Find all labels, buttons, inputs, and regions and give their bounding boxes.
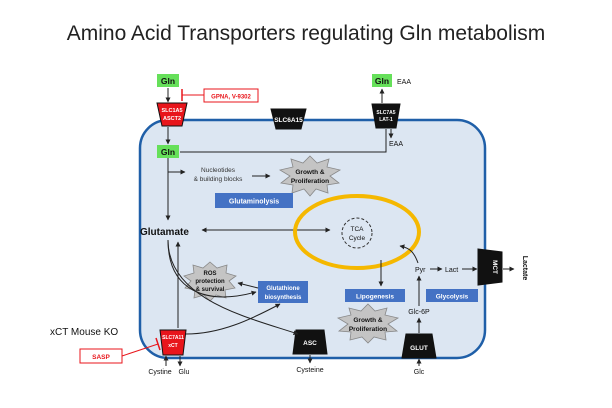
tca-cycle-ring bbox=[293, 194, 421, 270]
gln-lat1-feed-line bbox=[180, 129, 387, 153]
gln-inner-label: Gln bbox=[161, 147, 175, 157]
slc7a5-label-1: SLC7A5 bbox=[376, 110, 395, 116]
eaa-top-label: EAA bbox=[397, 79, 411, 86]
glut-label: GLUT bbox=[410, 345, 428, 352]
nucleotides-label-1: Nucleotides bbox=[201, 167, 236, 174]
slc7a11-label-1: SLC7A11 bbox=[162, 335, 184, 341]
slc7a5-transporter bbox=[371, 103, 401, 129]
growth2-label-2: Proliferation bbox=[349, 326, 387, 333]
glu-label: Glu bbox=[179, 369, 190, 376]
growth1-label-1: Growth & bbox=[295, 169, 325, 176]
eaa-side-label: EAA bbox=[389, 141, 403, 148]
xct-mouse-ko-label: xCT Mouse KO bbox=[50, 327, 118, 338]
slc6a15-label: SLC6A15 bbox=[274, 117, 303, 124]
gln-top-label: Gln bbox=[161, 76, 175, 86]
tca-label-1: TCA bbox=[351, 226, 365, 233]
cystine-to-glutathione-line bbox=[185, 303, 281, 335]
glutathione-box bbox=[258, 281, 308, 303]
growth1-label-2: Proliferation bbox=[291, 178, 329, 185]
glutamate-to-asc-curve bbox=[167, 239, 299, 335]
slc1a5-label-2: ASCT2 bbox=[163, 116, 181, 122]
mct-transporter bbox=[477, 248, 503, 286]
ros-label-2: protection bbox=[195, 279, 225, 285]
pyr-label: Pyr bbox=[415, 267, 426, 274]
glutathione-label-2: biosynthesis bbox=[265, 295, 302, 301]
growth-proliferation-star-1 bbox=[278, 155, 342, 197]
glc-label: Glc bbox=[414, 369, 425, 376]
gln-right-label: Gln bbox=[375, 76, 389, 86]
slc1a5-label-1: SLC1A5 bbox=[161, 108, 182, 114]
diagram-title: Amino Acid Transporters regulating Gln m… bbox=[66, 22, 546, 45]
slc6a15-transporter bbox=[270, 108, 307, 130]
glutaminolysis-label: Glutaminolysis bbox=[229, 199, 279, 206]
glut-transporter bbox=[401, 333, 437, 359]
glutathione-to-ros-arrow bbox=[237, 281, 259, 289]
slc7a11-label-2: xCT bbox=[168, 343, 177, 349]
sasp-label: SASP bbox=[92, 354, 110, 361]
gln-box-inner bbox=[157, 145, 179, 158]
lact-label: Lact bbox=[445, 267, 458, 274]
nucleotides-label-2: & building blocks bbox=[194, 176, 244, 183]
growth-proliferation-star-2 bbox=[336, 303, 400, 344]
lactate-label: Lactate bbox=[521, 256, 528, 281]
glutamate-label: Glutamate bbox=[140, 227, 189, 238]
glutathione-label-1: Glutathione bbox=[266, 286, 300, 292]
glycolysis-box bbox=[426, 289, 478, 302]
slc7a11-transporter bbox=[159, 329, 187, 356]
gln-box-right bbox=[372, 74, 392, 87]
gpna-label: GPNA, V-9302 bbox=[211, 95, 251, 101]
glycolysis-label: Glycolysis bbox=[436, 294, 469, 301]
asc-label: ASC bbox=[303, 340, 317, 347]
cysteine-label: Cysteine bbox=[296, 367, 323, 374]
cystine-label: Cystine bbox=[148, 369, 171, 376]
ros-label-3: & survival bbox=[196, 287, 225, 293]
tca-label-2: Cycle bbox=[349, 235, 366, 242]
gln-box-top bbox=[157, 74, 179, 87]
tca-cycle-circle bbox=[341, 217, 373, 249]
cell-membrane bbox=[138, 118, 487, 360]
sasp-inhibition-bar bbox=[155, 337, 161, 351]
sasp-inhibition-line bbox=[121, 343, 159, 357]
glc6p-label: Glc-6P bbox=[408, 309, 430, 316]
slc1a5-transporter bbox=[156, 102, 188, 127]
ros-label-1: ROS bbox=[203, 271, 216, 277]
lipogenesis-box bbox=[345, 289, 405, 302]
glutaminolysis-box bbox=[215, 193, 293, 208]
growth2-label-1: Growth & bbox=[353, 317, 383, 324]
mct-label: MCT bbox=[491, 260, 498, 274]
slc7a5-label-2: LAT-1 bbox=[379, 117, 393, 123]
pyr-to-tca-arrow bbox=[399, 244, 419, 264]
asc-transporter bbox=[292, 329, 328, 355]
lipogenesis-label: Lipogenesis bbox=[356, 294, 394, 301]
